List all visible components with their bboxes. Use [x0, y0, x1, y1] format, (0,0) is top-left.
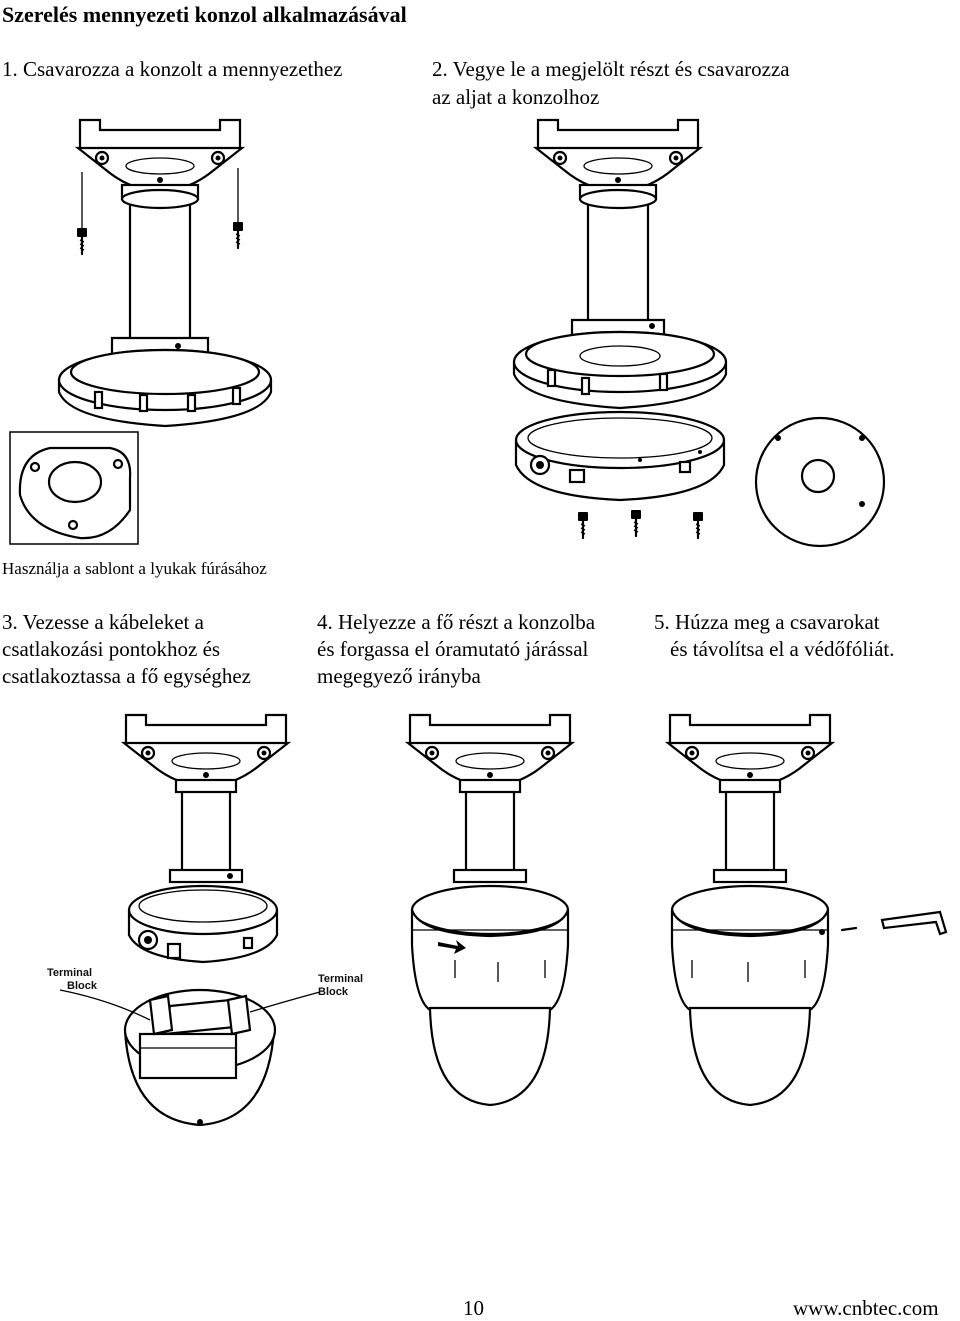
step1-bracket-illustration [57, 118, 273, 428]
step4-dome-illustration [406, 713, 574, 1107]
page-title: Szerelés mennyezeti konzol alkalmazásáva… [2, 2, 407, 27]
terminal-block-label-right: Terminal Block [318, 973, 364, 998]
step-2-text-line-2: az aljat a konzolhoz [432, 85, 600, 109]
template-disc-illustration [754, 416, 886, 548]
step-4-text-line-1: 4. Helyezze a fő részt a konzolba [317, 610, 596, 634]
rotation-arrow-icon [438, 940, 466, 954]
step-5-text-line-2: és távolítsa el a védőfóliát. [670, 637, 895, 661]
hex-key-icon [880, 910, 948, 936]
step-3-text-line-2: csatlakozási pontokhoz és [2, 637, 221, 661]
step2-bracket-illustration [512, 118, 728, 410]
step5-dome-illustration [666, 713, 948, 1107]
step-3-text-line-3: csatlakoztassa a fő egységhez [2, 664, 251, 688]
open-dome-illustration [59, 988, 321, 1127]
step-2-text-line-1: 2. Vegye le a megjelölt részt és csavaro… [432, 57, 790, 81]
terminal-block-label-left: Terminal Block [47, 967, 97, 992]
step-4-text-line-3: megegyező irányba [317, 664, 481, 688]
step-3-text-line-1: 3. Vezesse a kábeleket a [2, 610, 204, 634]
page-number: 10 [463, 1296, 484, 1320]
drill-template-illustration [9, 431, 139, 545]
step-5-text-line-1: 5. Húzza meg a csavarokat [654, 610, 880, 634]
website-link[interactable]: www.cnbtec.com [793, 1296, 939, 1320]
step-1-text: 1. Csavarozza a konzolt a mennyezethez [2, 57, 343, 81]
base-ring-illustration [514, 410, 726, 540]
step3-bracket-illustration [122, 713, 290, 964]
step-4-text-line-2: és forgassa el óramutató járással [317, 637, 589, 661]
template-note: Használja a sablont a lyukak fúrásához [2, 559, 267, 578]
